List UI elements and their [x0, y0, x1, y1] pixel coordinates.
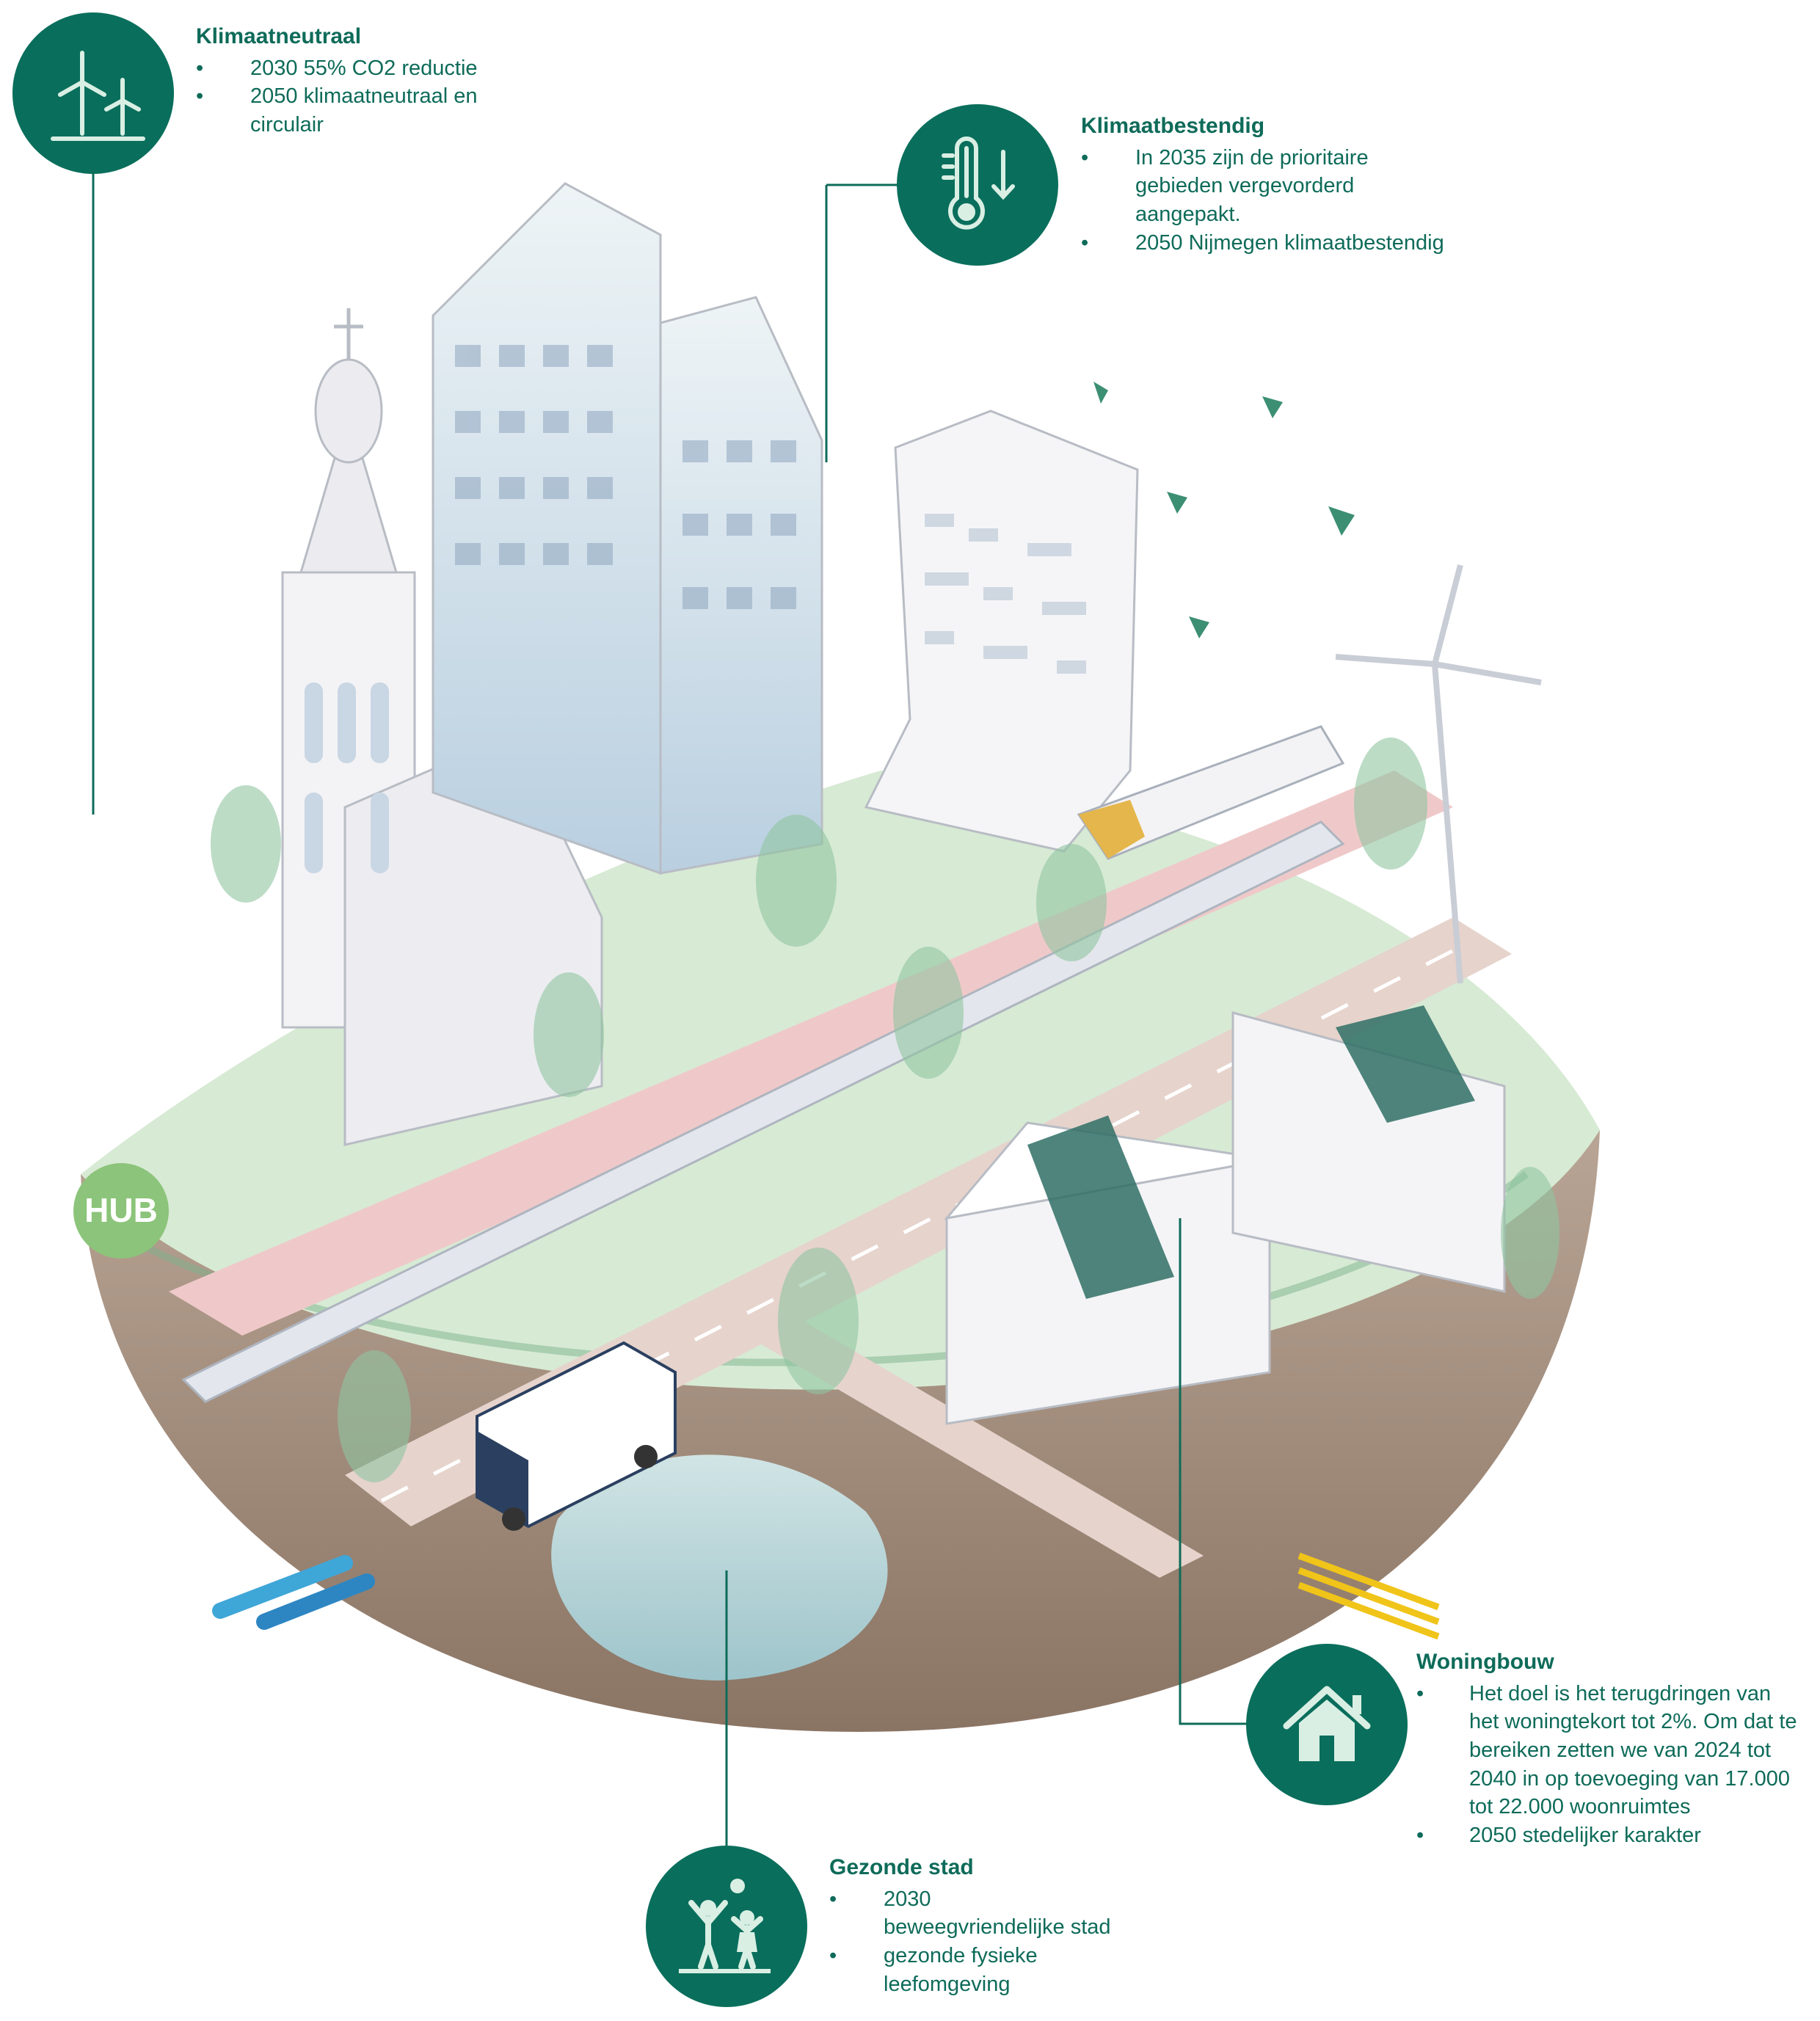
gezonde-stad-callout: Gezonde stad 2030 beweegvriendelijke sta…	[829, 1853, 1167, 1998]
callout-connectors	[92, 173, 1248, 1860]
klimaatneutraal-item: 2030 55% CO2 reductie	[196, 54, 534, 83]
woningbouw-callout: Woningbouw Het doel is het terugdringen …	[1416, 1647, 1798, 1849]
klimaatneutraal-item: 2050 klimaatneutraal en circulair	[196, 82, 534, 139]
klimaatbestendig-badge	[897, 104, 1058, 266]
klimaatneutraal-title: Klimaatneutraal	[196, 24, 362, 48]
house-icon	[1283, 1686, 1371, 1761]
birds	[1093, 382, 1355, 638]
woningbouw-item: 2050 stedelijker karakter	[1416, 1821, 1798, 1850]
wind-turbine-icon	[51, 51, 145, 141]
wind-turbine	[1335, 564, 1542, 984]
klimaatbestendig-title: Klimaatbestendig	[1081, 114, 1265, 138]
gezonde-stad-badge	[646, 1846, 807, 2007]
residential-towers	[432, 182, 1139, 875]
gezonde-stad-item: gezonde fysieke leefomgeving	[829, 1942, 1111, 1998]
hub-sign: HUB	[73, 1163, 169, 1259]
thermometer-down-icon	[942, 136, 1015, 230]
people-playing-icon	[679, 1879, 771, 1973]
woningbouw-badge	[1246, 1644, 1408, 1805]
gezonde-stad-title: Gezonde stad	[829, 1855, 974, 1879]
houses	[944, 1005, 1506, 1425]
pond	[551, 1454, 888, 1680]
klimaatbestendig-item: 2050 Nijmegen klimaatbestendig	[1081, 229, 1492, 258]
klimaatneutraal-callout: Klimaatneutraal 2030 55% CO2 reductie 20…	[196, 22, 534, 139]
woningbouw-title: Woningbouw	[1416, 1650, 1554, 1674]
pipes	[212, 1552, 1440, 1640]
trees	[211, 738, 1559, 1482]
bus	[476, 1341, 677, 1531]
woningbouw-item: Het doel is het terugdringen van het won…	[1416, 1680, 1798, 1821]
hub-label: HUB	[84, 1191, 158, 1229]
klimaatbestendig-callout: Klimaatbestendig In 2035 zijn de priorit…	[1081, 112, 1492, 257]
klimaatbestendig-item: In 2035 zijn de prioritaire gebieden ver…	[1081, 144, 1429, 229]
klimaatneutraal-badge	[12, 12, 174, 174]
gezonde-stad-item: 2030 beweegvriendelijke stad	[829, 1885, 1111, 1942]
